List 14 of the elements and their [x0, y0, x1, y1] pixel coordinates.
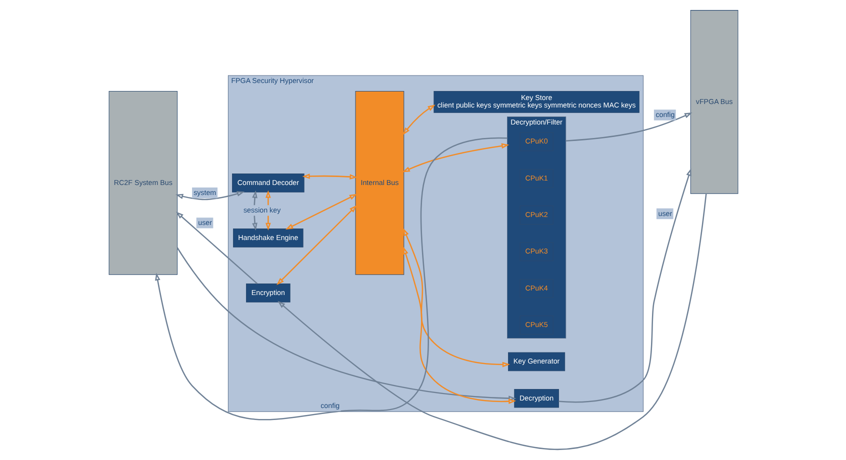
arrow	[402, 104, 435, 136]
arrow	[276, 205, 356, 286]
arrow	[302, 174, 357, 180]
arrow	[565, 112, 692, 142]
arrow	[558, 168, 691, 403]
arrow	[402, 228, 510, 368]
arrow	[284, 194, 357, 230]
arrow	[176, 247, 516, 401]
arrow	[277, 194, 706, 450]
arrow	[402, 143, 509, 172]
arrow	[154, 137, 507, 420]
arrow	[175, 212, 258, 284]
arrow	[402, 246, 516, 404]
arrow	[174, 191, 244, 200]
